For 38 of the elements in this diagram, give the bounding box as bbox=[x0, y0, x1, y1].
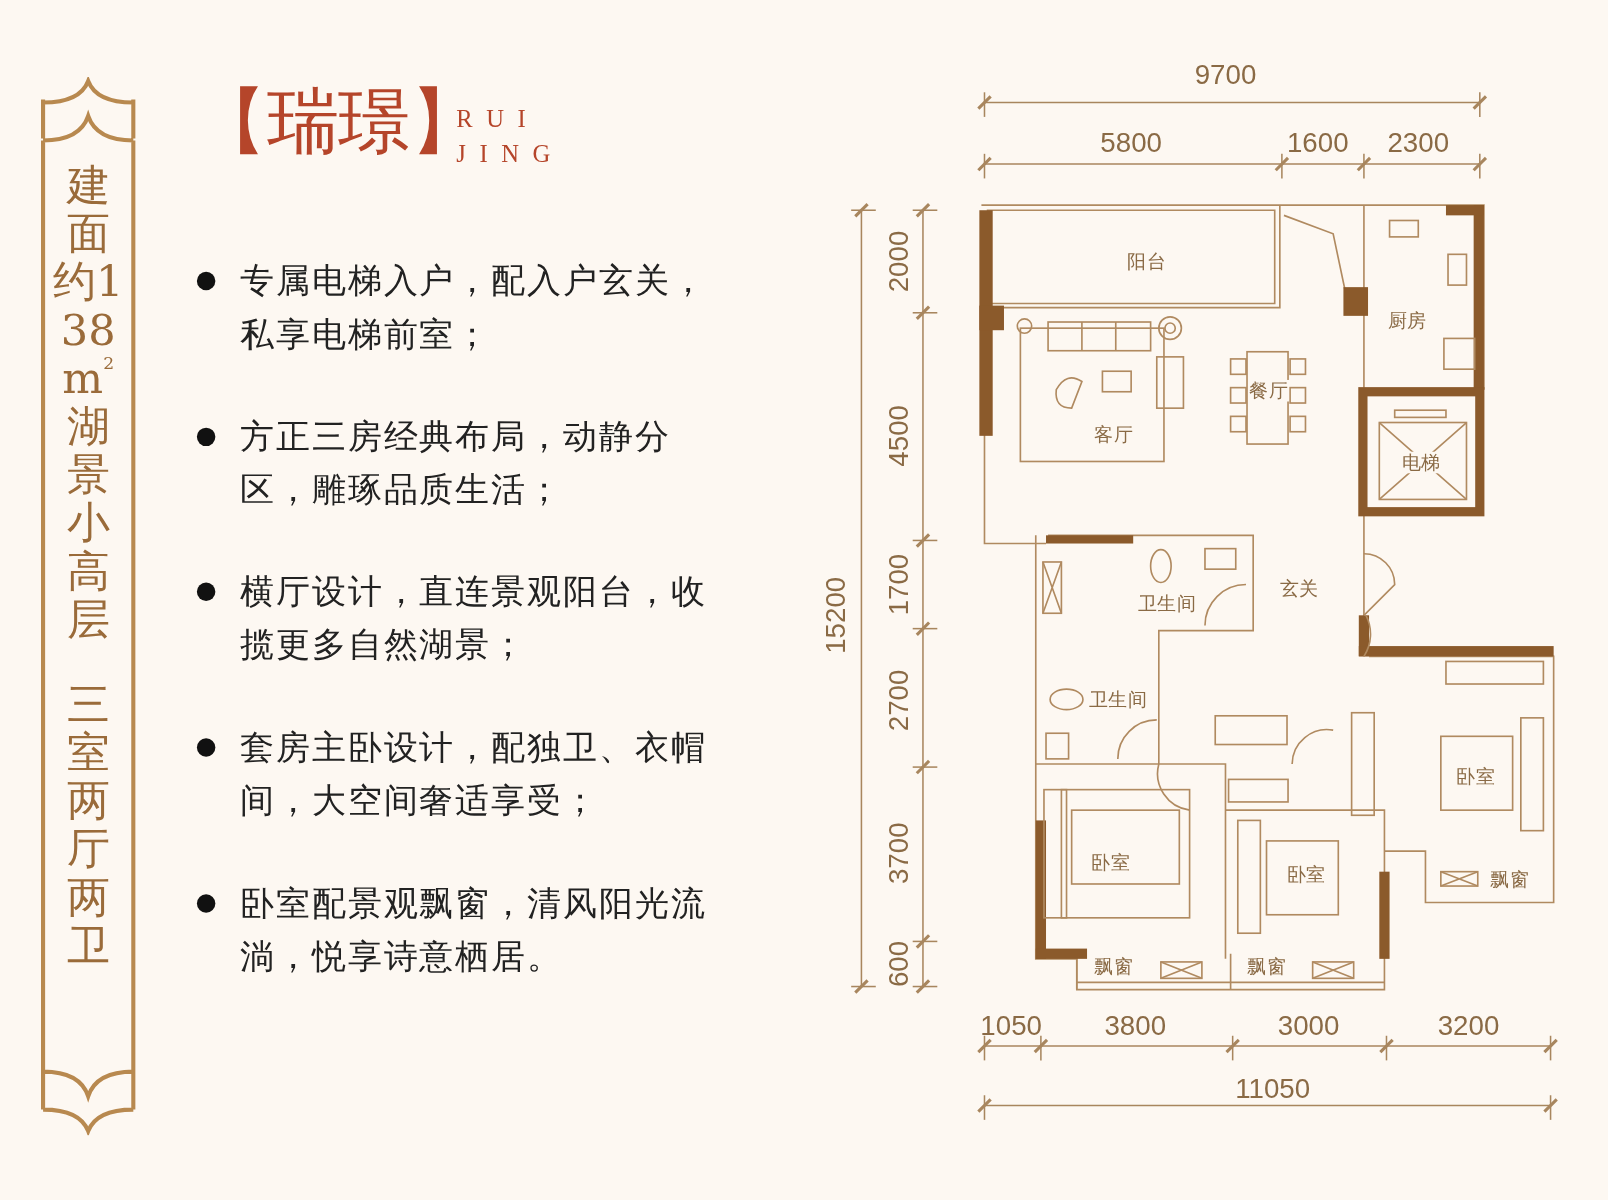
dimension-label: 3700 bbox=[885, 822, 914, 885]
dimension-label: 2000 bbox=[885, 230, 914, 293]
dimension-label: 1700 bbox=[885, 553, 914, 616]
feature-text: 方正三房经典布局，动静分区，雕琢品质生活； bbox=[239, 415, 672, 512]
feature-text: 套房主卧设计，配独卫、衣帽间，大空间奢适享受； bbox=[239, 726, 708, 823]
room-label: 卧室 bbox=[1455, 765, 1497, 788]
dimension-label: 9700 bbox=[1194, 61, 1257, 89]
dimension-label: 1050 bbox=[980, 1012, 1042, 1041]
room-label: 卧室 bbox=[1090, 851, 1132, 874]
dimension-label: 15200 bbox=[821, 576, 850, 654]
room-label: 飘窗 bbox=[1246, 955, 1287, 977]
room-label: 卫生间 bbox=[1087, 688, 1149, 711]
room-label: 飘窗 bbox=[1093, 955, 1135, 977]
dimension-label: 1600 bbox=[1286, 129, 1349, 158]
room-label: 餐厅 bbox=[1248, 379, 1290, 402]
banner-text: 建面约138m$^{2}$湖景小高层 bbox=[51, 161, 125, 644]
dimension-label: 5800 bbox=[1100, 129, 1162, 158]
dimension-label: 600 bbox=[885, 940, 914, 988]
banner-text: 三室两厅两卫 bbox=[65, 680, 111, 970]
room-label: 飘窗 bbox=[1489, 868, 1531, 890]
dimension-label: 2700 bbox=[885, 669, 914, 732]
dimension-label: 3000 bbox=[1277, 1012, 1340, 1041]
room-label: 卫生间 bbox=[1136, 592, 1198, 614]
room-label: 厨房 bbox=[1386, 309, 1428, 331]
dimension-label: 2300 bbox=[1387, 129, 1450, 158]
feature-text: 卧室配景观飘窗，清风阳光流淌，悦享诗意栖居。 bbox=[239, 881, 708, 979]
dimension-label: 11050 bbox=[1235, 1075, 1311, 1103]
feature-text: 横厅设计，直连景观阳台，收揽更多自然湖景； bbox=[239, 570, 708, 667]
room-label: 卧室 bbox=[1286, 864, 1327, 886]
dimension-label: 4500 bbox=[885, 405, 914, 467]
dimension-label: 3200 bbox=[1437, 1012, 1500, 1041]
room-label: 玄关 bbox=[1278, 577, 1320, 600]
dimension-label: 3800 bbox=[1104, 1012, 1167, 1041]
title-subtitle: RUI JING bbox=[456, 104, 565, 169]
room-label: 电梯 bbox=[1400, 451, 1442, 474]
feature-text: 专属电梯入户，配入户玄关，私享电梯前室； bbox=[239, 259, 708, 356]
vertical-banner bbox=[38, 76, 138, 1136]
room-label: 客厅 bbox=[1093, 424, 1135, 446]
